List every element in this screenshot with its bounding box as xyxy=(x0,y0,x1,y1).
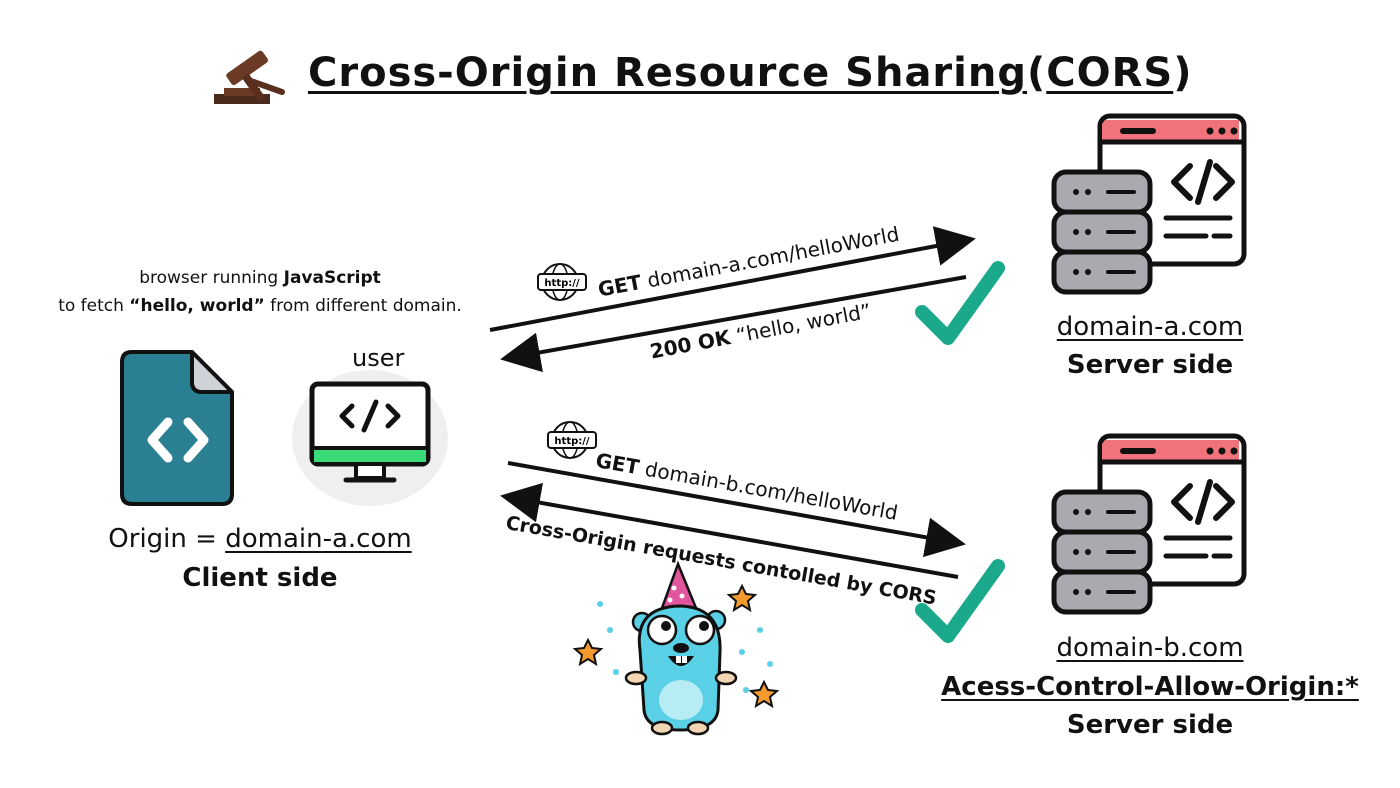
http-badge-icon: http:// xyxy=(537,263,587,301)
http-badge-icon: http:// xyxy=(547,421,597,459)
desc-line1-bold: JavaScript xyxy=(283,268,381,288)
origin-domain: domain-a.com xyxy=(225,524,412,554)
client-description: browser running JavaScript to fetch “hel… xyxy=(20,264,500,320)
gopher-mascot-icon xyxy=(572,560,780,736)
label-req-b: GET domain-b.com/helloWorld xyxy=(594,448,900,525)
desc-line1-text: browser running xyxy=(139,268,284,288)
title-paren-open: ( xyxy=(1026,50,1047,96)
gavel-icon xyxy=(214,50,285,104)
resp-a-status: 200 OK xyxy=(648,325,733,364)
page-title: Cross-Origin Resource Sharing(CORS) xyxy=(308,50,1193,96)
check-b-icon xyxy=(915,559,1005,643)
label-req-a: GET domain-a.com/helloWorld xyxy=(596,222,901,302)
origin-line: Origin = domain-a.com xyxy=(90,524,430,554)
http-badge-text-b: http:// xyxy=(554,436,589,447)
desc-line2-bold: “hello, world” xyxy=(129,296,265,316)
client-side-label: Client side xyxy=(182,563,338,593)
server-a-icon xyxy=(1051,113,1247,295)
resp-a-body: “hello, world” xyxy=(727,298,874,349)
desc-line2-post: from different domain. xyxy=(264,296,462,316)
acao-header: Acess-Control-Allow-Origin:* xyxy=(941,672,1359,702)
label-resp-a: 200 OK “hello, world” xyxy=(648,299,873,364)
req-b-method: GET xyxy=(593,448,642,480)
req-b-path: domain-b.com/helloWorld xyxy=(636,455,900,525)
origin-prefix: Origin = xyxy=(108,524,226,554)
server-b-side-label: Server side xyxy=(1066,710,1234,740)
user-label: user xyxy=(352,344,405,372)
title-cors: CORS xyxy=(1046,50,1174,96)
server-b-icon xyxy=(1051,433,1247,615)
server-a-side-label: Server side xyxy=(1066,350,1234,380)
req-a-method: GET xyxy=(596,269,644,302)
server-a-domain: domain-a.com xyxy=(1056,312,1244,342)
check-a-icon xyxy=(915,261,1005,345)
monitor-code-icon xyxy=(292,370,448,506)
code-file-icon xyxy=(120,350,234,506)
desc-line2-text: to fetch xyxy=(58,296,130,316)
title-main: Cross-Origin Resource Sharing xyxy=(308,50,1027,96)
server-b-domain: domain-b.com xyxy=(1056,633,1244,663)
http-badge-text-a: http:// xyxy=(544,278,579,289)
req-a-path: domain-a.com/helloWorld xyxy=(638,221,902,294)
title-paren-close: ) xyxy=(1173,50,1193,96)
